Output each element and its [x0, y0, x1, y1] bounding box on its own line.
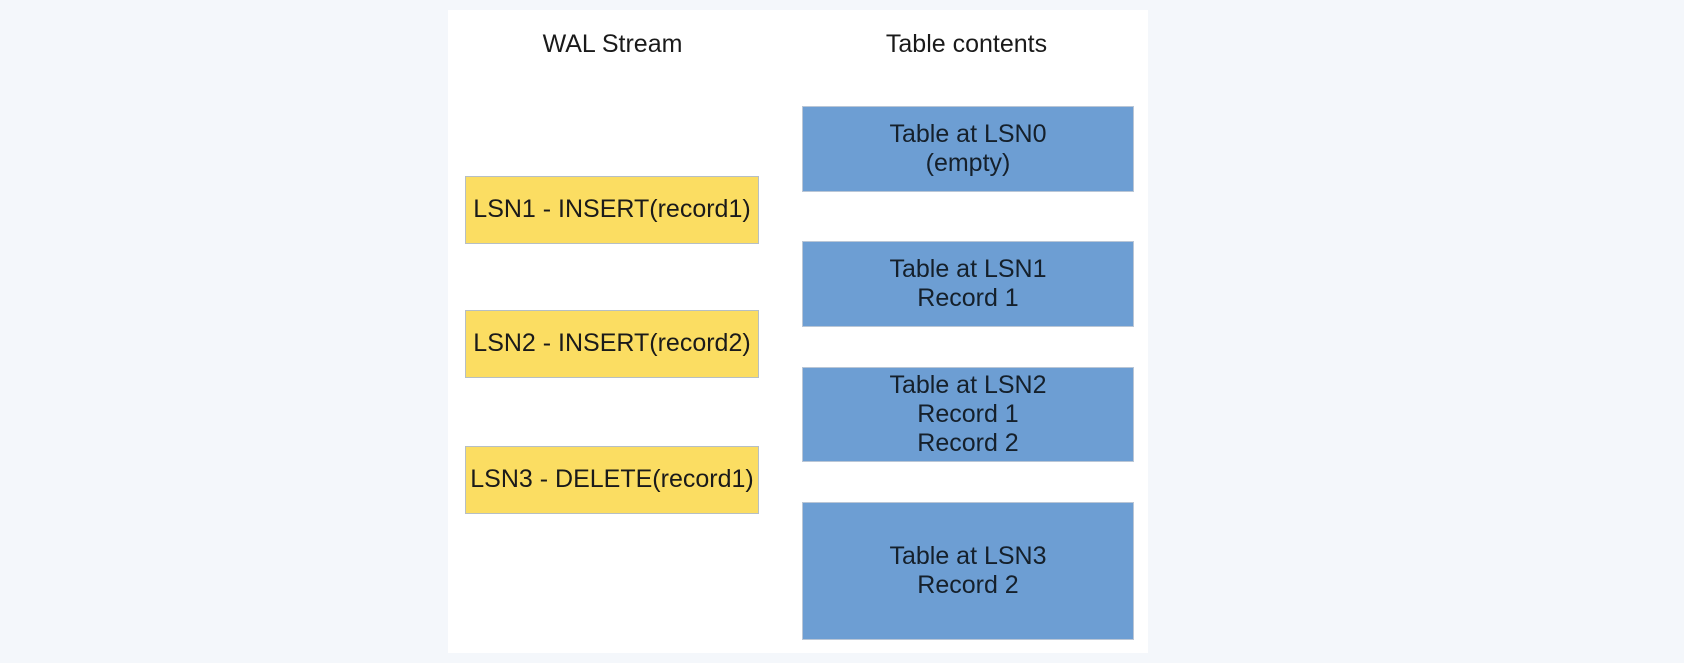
wal-entry-label: LSN3 - DELETE(record1): [470, 465, 754, 494]
table-state-title: Table at LSN2: [889, 371, 1047, 400]
table-state-box: Table at LSN1 Record 1: [802, 241, 1134, 327]
table-state-row: Record 2: [917, 428, 1019, 457]
wal-entry-label: LSN1 - INSERT(record1): [473, 195, 751, 224]
table-state-box: Table at LSN3 Record 2: [802, 502, 1134, 640]
table-state-row: Record 2: [917, 571, 1019, 599]
table-state-row: Record 1: [917, 400, 1019, 429]
column-heading-wal-stream: WAL Stream: [542, 30, 683, 58]
diagram-canvas: WAL Stream Table contents LSN1 - INSERT(…: [448, 10, 1148, 653]
table-state-box: Table at LSN2 Record 1 Record 2: [802, 367, 1134, 462]
wal-entry-box: LSN2 - INSERT(record2): [465, 310, 759, 378]
wal-entry-label: LSN2 - INSERT(record2): [473, 329, 751, 358]
table-state-title: Table at LSN0: [889, 120, 1047, 149]
wal-entry-box: LSN1 - INSERT(record1): [465, 176, 759, 244]
table-state-row: (empty): [925, 149, 1011, 177]
wal-entry-box: LSN3 - DELETE(record1): [465, 446, 759, 514]
table-state-box: Table at LSN0 (empty): [802, 106, 1134, 192]
table-state-title: Table at LSN3: [889, 542, 1047, 571]
table-state-title: Table at LSN1: [889, 255, 1047, 284]
column-heading-table-contents: Table contents: [885, 30, 1048, 58]
table-state-row: Record 1: [917, 284, 1019, 312]
